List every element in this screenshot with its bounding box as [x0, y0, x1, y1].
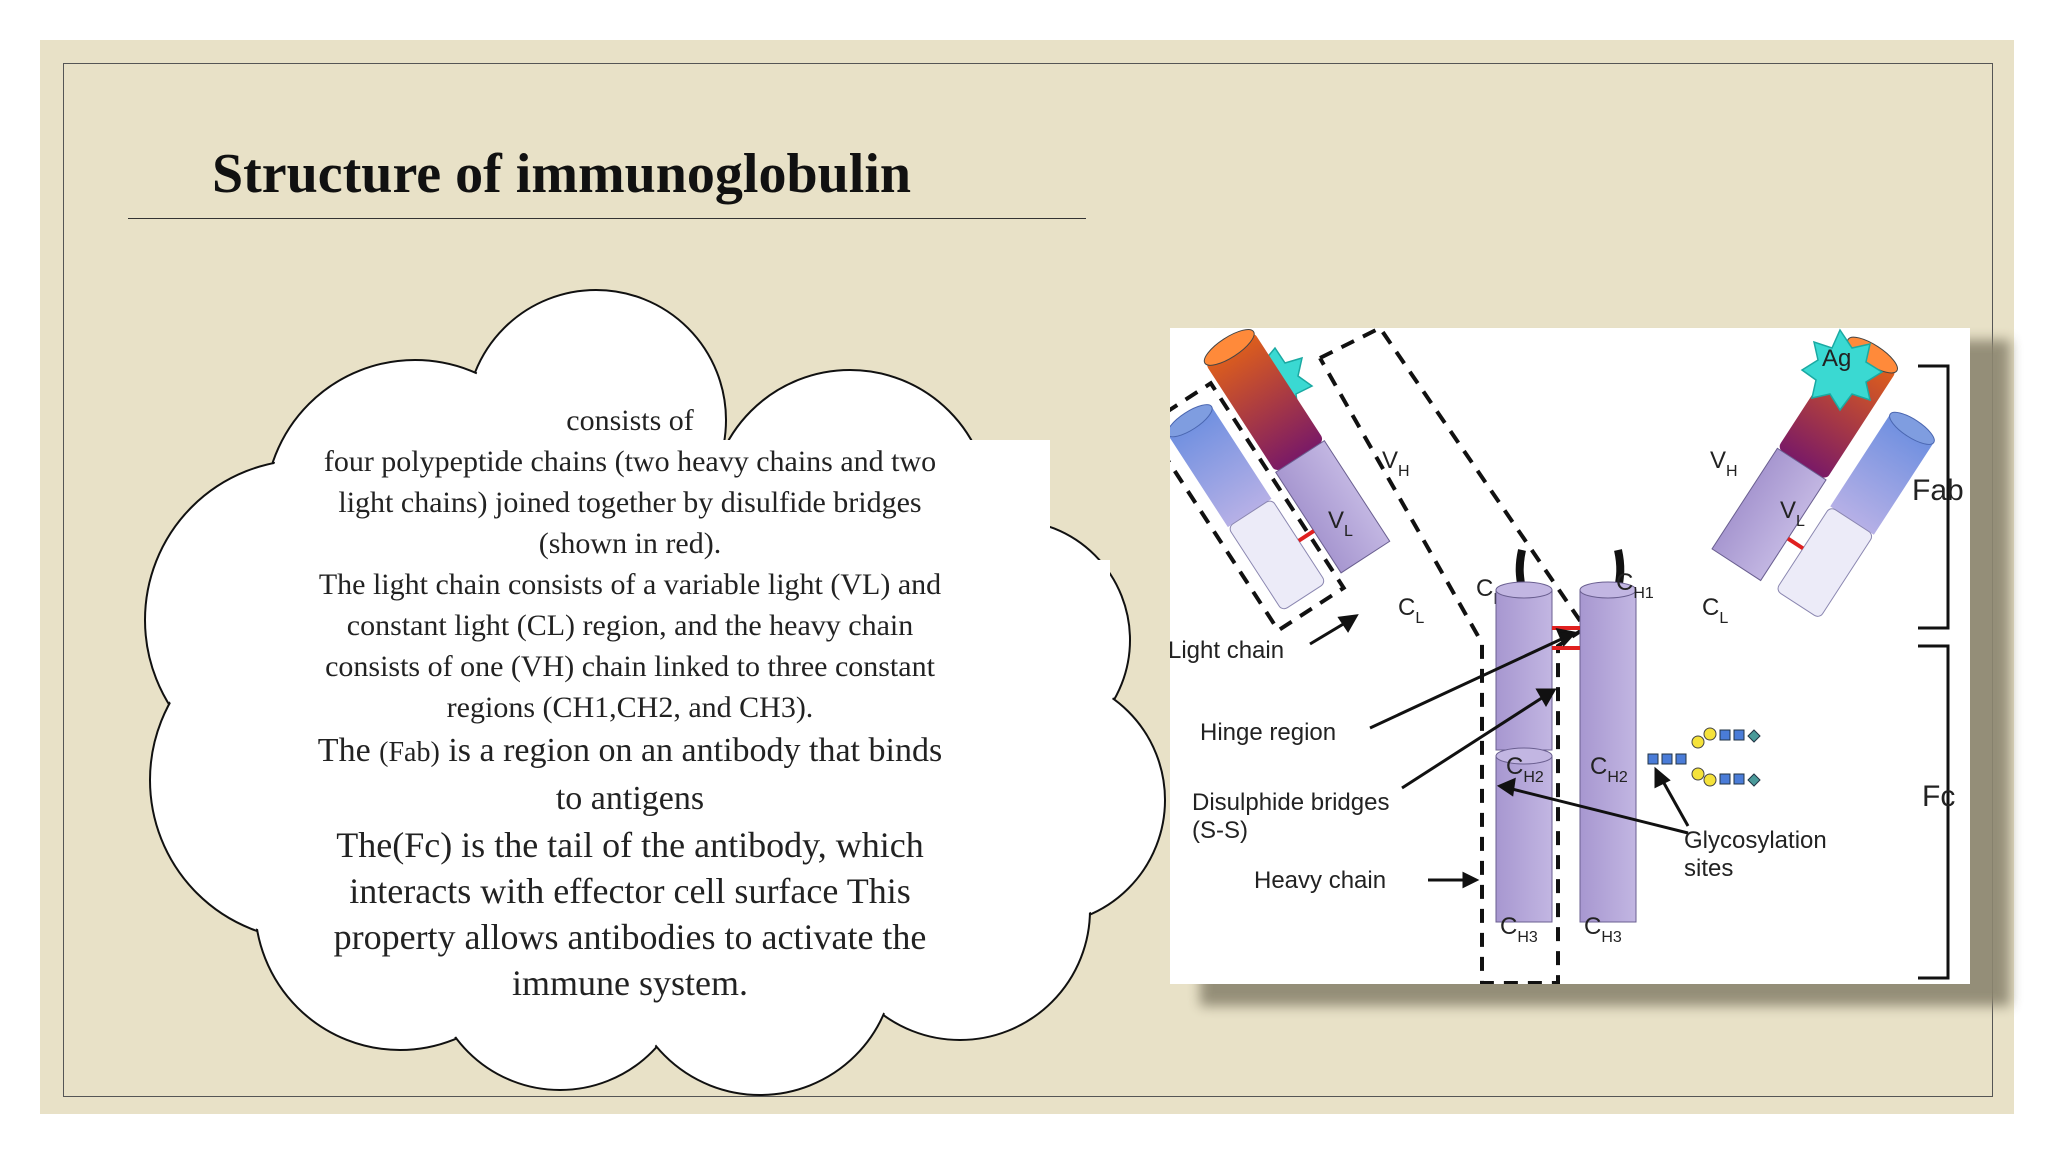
cloud-line: to antigens — [555, 780, 705, 817]
fab-bracket — [1918, 364, 1950, 630]
cloud-line: The light chain consists of a variable l… — [318, 568, 942, 601]
light-chain-label: Light chain — [1170, 637, 1284, 664]
title-underline — [128, 218, 1086, 219]
cloud-line: (shown in red). — [538, 527, 722, 560]
right-fab-arm: Ag VH VL CL CH1 — [1616, 328, 1935, 627]
ch3-label-left: CH3 — [1500, 913, 1538, 946]
cloud-text-span: The — [317, 732, 380, 769]
vl-domain-left — [1170, 406, 1272, 528]
slide-title: Structure of immunoglobulin — [212, 143, 912, 205]
antibody-diagram: VH VL CL CH1 CH2 CH2 CH3 CH3 — [1170, 328, 1970, 984]
heavy-chain-label: Heavy chain — [1254, 867, 1386, 894]
left-fab-arm: VH VL CL CH1 — [1170, 329, 1514, 634]
fc-bracket — [1918, 644, 1950, 980]
cloud-line: property allows antibodies to activate t… — [333, 917, 927, 957]
cloud-line: constant light (CL) region, and the heav… — [346, 609, 914, 642]
cloud-line: The (Fab) is a region on an antibody tha… — [270, 728, 990, 776]
ch1-label-right: CH1 — [1616, 569, 1654, 602]
hinge-region-label: Hinge region — [1200, 719, 1336, 746]
vl-label-right: VL — [1780, 497, 1805, 530]
cloud-line: consists of one (VH) chain linked to thr… — [325, 650, 935, 683]
ch2-domain-right — [1579, 589, 1637, 923]
cloud-text: consists of four polypeptide chains (two… — [270, 400, 990, 1006]
vl-label-left: VL — [1328, 507, 1353, 540]
heavy-chain-box — [1318, 328, 1588, 984]
fab-label: Fab — [1912, 474, 1964, 507]
ch1-domain-right — [1711, 447, 1827, 582]
light-chain-box — [1170, 380, 1347, 634]
vh-label-left: VH — [1382, 447, 1410, 480]
cloud-text-span: is a region on an antibody that binds — [439, 732, 943, 769]
glycosylation-label: Glycosylation — [1684, 827, 1827, 854]
cloud-line: four polypeptide chains (two heavy chain… — [323, 445, 937, 478]
cl-label-right: CL — [1702, 594, 1728, 627]
cl-domain-right — [1777, 508, 1873, 617]
glycosylation-label-2: sites — [1684, 855, 1733, 882]
ag-label: Ag — [1822, 345, 1851, 372]
vh-label-right: VH — [1710, 447, 1738, 480]
glycan-chains — [1647, 727, 1761, 787]
vh-domain-left — [1207, 333, 1323, 470]
fc-region: CH2 CH2 CH3 CH3 — [1495, 549, 1637, 946]
cloud-line: light chains) joined together by disulfi… — [338, 486, 922, 519]
ch1-domain-left — [1275, 439, 1391, 574]
ch2-label-right: CH2 — [1590, 753, 1628, 786]
antigen-right-icon — [1800, 328, 1884, 412]
annotation-arrows — [1309, 614, 1690, 889]
cloud-line: immune system. — [512, 963, 748, 1003]
cloud-line: regions (CH1,CH2, and CH3). — [446, 691, 814, 724]
vl-domain-right — [1830, 414, 1934, 535]
ch2-label-left: CH2 — [1506, 753, 1544, 786]
disulphide-bridges-label-2: (S-S) — [1192, 817, 1248, 844]
fc-label: Fc — [1922, 780, 1955, 813]
fab-term: (Fab) — [379, 737, 440, 768]
cl-label-left: CL — [1398, 594, 1424, 627]
ch3-label-right: CH3 — [1584, 913, 1622, 946]
cloud-line: The(Fc) is the tail of the antibody, whi… — [336, 825, 924, 865]
cloud-line: interacts with effector cell surface Thi… — [349, 871, 911, 911]
ch2-domain-left — [1495, 589, 1553, 751]
disulphide-bridges-label: Disulphide bridges — [1192, 789, 1389, 816]
cloud-line: consists of — [566, 404, 694, 437]
